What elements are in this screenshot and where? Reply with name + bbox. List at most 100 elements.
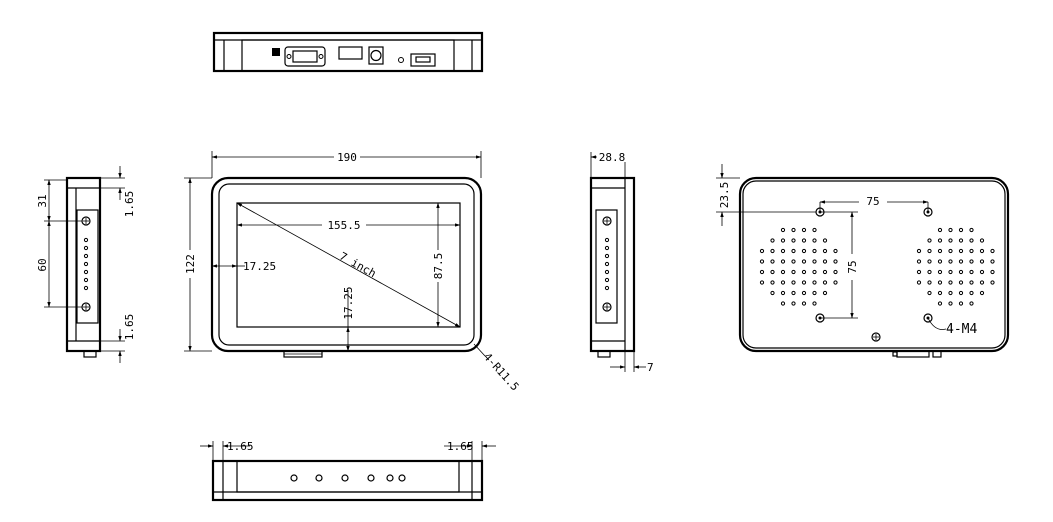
vent-hole bbox=[759, 269, 765, 275]
led-icon bbox=[386, 474, 394, 482]
vent-hole bbox=[801, 238, 807, 243]
vent-hole bbox=[791, 290, 796, 296]
vent-hole bbox=[958, 269, 964, 275]
vent-hole bbox=[916, 248, 922, 254]
vent-hole bbox=[927, 269, 932, 275]
vent-hole bbox=[801, 248, 807, 254]
button-icon-2 bbox=[315, 474, 323, 482]
vent-hole bbox=[937, 259, 943, 264]
vent-hole bbox=[822, 269, 828, 275]
vent-hole bbox=[780, 301, 786, 306]
vent-hole bbox=[937, 227, 943, 233]
vent-hole bbox=[937, 248, 943, 254]
vent-hole bbox=[791, 227, 796, 233]
vent-hole bbox=[948, 238, 953, 243]
dim-bottom-margin-left: 1.65 bbox=[227, 440, 254, 453]
vent-hole bbox=[770, 269, 775, 275]
vent-hole bbox=[958, 248, 964, 254]
vent-hole bbox=[822, 280, 828, 285]
usb-port-icon bbox=[338, 46, 363, 60]
vent-hole bbox=[759, 280, 765, 285]
top-view bbox=[212, 31, 484, 73]
dim-side-margin-top: 1.65 bbox=[123, 191, 136, 218]
vent-hole bbox=[969, 227, 974, 233]
vent-hole bbox=[801, 301, 807, 306]
vent-hole bbox=[822, 290, 828, 296]
vent-hole bbox=[979, 280, 985, 285]
vent-hole bbox=[948, 290, 953, 296]
dim-depth: 28.8 bbox=[599, 151, 626, 164]
vent-hole bbox=[759, 248, 765, 254]
dim-bottom-margin-right: 1.65 bbox=[447, 440, 474, 453]
vent-hole bbox=[979, 238, 985, 243]
vent-hole bbox=[791, 301, 796, 306]
dc-jack-icon bbox=[272, 48, 280, 56]
vent-hole bbox=[791, 248, 796, 254]
vent-hole bbox=[812, 248, 817, 254]
vent-hole bbox=[948, 301, 953, 306]
vent-hole bbox=[927, 259, 932, 264]
vent-hole bbox=[791, 259, 796, 264]
vent-hole bbox=[770, 238, 775, 243]
vent-hole bbox=[780, 259, 786, 264]
vent-hole bbox=[780, 290, 786, 296]
vent-hole bbox=[937, 301, 943, 306]
dim-width: 190 bbox=[337, 151, 357, 164]
dim-side-margin-bottom: 1.65 bbox=[123, 314, 136, 341]
vent-hole bbox=[833, 280, 838, 285]
dim-height: 122 bbox=[184, 254, 197, 274]
vent-hole bbox=[801, 280, 807, 285]
dim-side-hole-spacing: 60 bbox=[36, 258, 49, 271]
mount-hole-icon-4 bbox=[923, 313, 933, 323]
vent-hole bbox=[948, 248, 953, 254]
vent-hole bbox=[812, 290, 817, 296]
mount-hole-icon-2 bbox=[923, 207, 933, 217]
vent-hole bbox=[780, 238, 786, 243]
ground-screw-icon bbox=[871, 332, 881, 342]
vent-hole bbox=[812, 238, 817, 243]
dim-display-height: 87.5 bbox=[432, 253, 445, 280]
vent-hole bbox=[937, 280, 943, 285]
vent-hole bbox=[801, 259, 807, 264]
dim-mount-horizontal: 75 bbox=[866, 195, 879, 208]
mount-hole-icon-3 bbox=[815, 313, 825, 323]
vent-hole bbox=[937, 238, 943, 243]
vga-port-icon bbox=[284, 46, 326, 67]
dim-mount-vertical: 75 bbox=[846, 260, 859, 273]
vent-hole bbox=[979, 259, 985, 264]
vent-hole bbox=[780, 280, 786, 285]
vent-hole bbox=[927, 238, 932, 243]
vent-hole bbox=[791, 280, 796, 285]
vent-hole bbox=[937, 290, 943, 296]
vent-hole bbox=[958, 227, 964, 233]
vent-hole bbox=[990, 269, 995, 275]
vent-hole bbox=[812, 259, 817, 264]
vent-hole bbox=[969, 259, 974, 264]
vent-hole bbox=[969, 248, 974, 254]
button-icon-3 bbox=[341, 474, 349, 482]
vent-hole bbox=[770, 248, 775, 254]
vent-hole bbox=[958, 290, 964, 296]
vent-hole bbox=[958, 238, 964, 243]
vent-hole bbox=[969, 301, 974, 306]
dim-display-width: 155.5 bbox=[327, 219, 360, 232]
front-view: 7 inch 190 122 155.5 87.5 17.25 17.25 4-… bbox=[183, 150, 521, 393]
vent-hole bbox=[801, 290, 807, 296]
vent-hole bbox=[948, 269, 953, 275]
vent-hole bbox=[822, 259, 828, 264]
vent-hole bbox=[990, 248, 995, 254]
button-icon bbox=[290, 474, 298, 482]
vent-hole bbox=[990, 259, 995, 264]
vent-hole bbox=[822, 248, 828, 254]
vent-hole bbox=[801, 269, 807, 275]
dim-left-bezel: 17.25 bbox=[243, 260, 276, 273]
vent-hole bbox=[812, 301, 817, 306]
led-icon-2 bbox=[398, 474, 406, 482]
vent-hole bbox=[937, 269, 943, 275]
dim-side-top-offset: 31 bbox=[36, 194, 49, 207]
vent-grid-left bbox=[759, 227, 838, 306]
vent-hole bbox=[927, 290, 932, 296]
vent-hole bbox=[979, 248, 985, 254]
vent-hole bbox=[990, 280, 995, 285]
